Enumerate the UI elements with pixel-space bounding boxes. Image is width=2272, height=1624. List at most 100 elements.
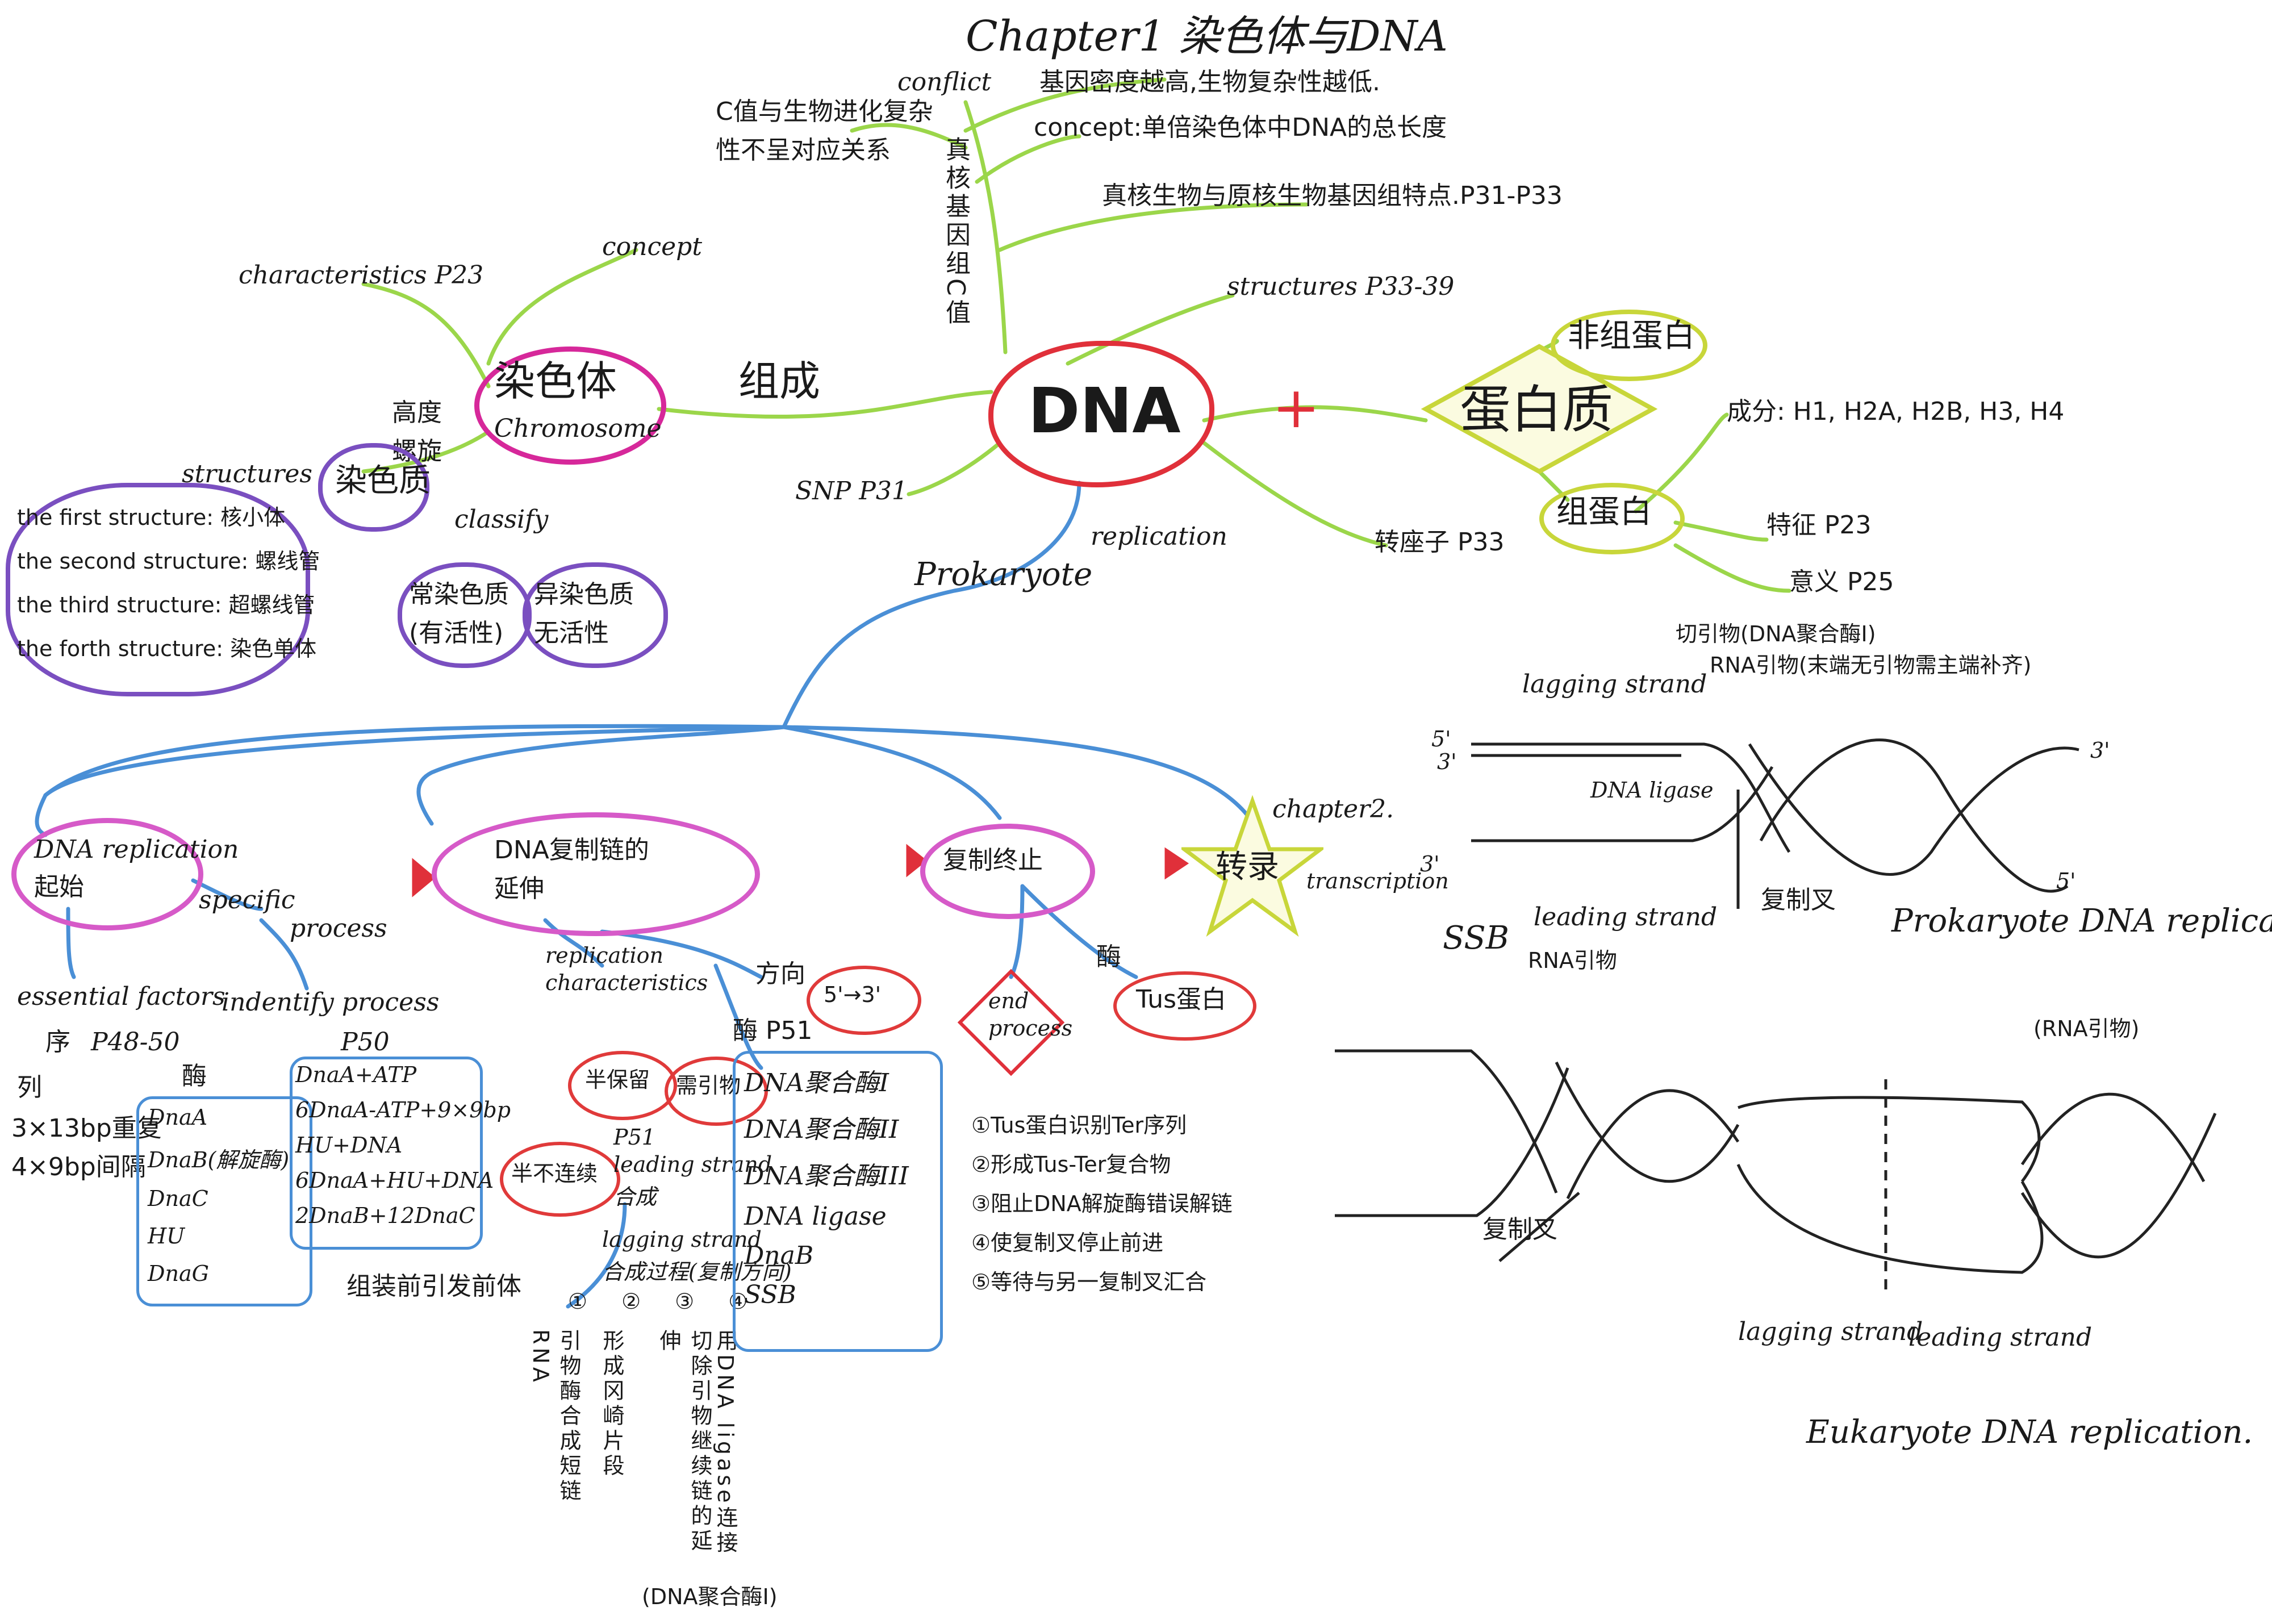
prok-primase-label: 切引物(DNA聚合酶I) xyxy=(1676,621,1876,646)
euk-lagging-label: lagging strand xyxy=(1738,1317,1923,1346)
level-3: the third structure: 超螺线管 xyxy=(17,592,315,617)
level-2: the second structure: 螺线管 xyxy=(17,549,320,574)
prokaryote-helix xyxy=(1471,738,2079,909)
end-step-1: ①Tus蛋白识别Ter序列 xyxy=(971,1113,1187,1138)
transcription-label[interactable]: 转录 xyxy=(1216,849,1279,886)
end-process-diamond xyxy=(957,968,1065,1076)
chapter2-label: chapter2. xyxy=(1272,795,1394,824)
termination-node[interactable] xyxy=(920,824,1095,919)
extension-line-1: DNA复制链的 xyxy=(494,836,649,865)
euk-leading-label: leading strand xyxy=(1908,1323,2093,1352)
sequence-label-2: 列 xyxy=(17,1073,42,1102)
enzyme-dnac: DnaC xyxy=(148,1186,208,1211)
direction-node xyxy=(807,966,921,1035)
enzyme-ssb: SSB xyxy=(744,1280,796,1309)
c-value-note: C值与生物进化复杂 性不呈对应关系 xyxy=(716,91,933,166)
eukaryote-helix xyxy=(1335,1049,2217,1295)
start-enzymes: DnaA DnaB(解旋酶) DnaC HU DnaG xyxy=(148,1105,289,1286)
end-steps: ①Tus蛋白识别Ter序列 ②形成Tus-Ter复合物 ③阻止DNA解旋酶错误解… xyxy=(971,1108,1233,1296)
branch-euk-prok xyxy=(997,202,1309,252)
transcription-star xyxy=(1181,795,1323,937)
histone-meaning: 意义 P25 xyxy=(1789,567,1894,596)
enzyme-ligase: DNA ligase xyxy=(744,1202,887,1231)
sequence-label: 序 xyxy=(45,1028,70,1057)
end-process-label: end process xyxy=(988,988,1072,1041)
enzyme-pol-3: DNA聚合酶III xyxy=(744,1162,909,1191)
branch-termination xyxy=(782,725,1002,820)
enzyme-label: 酶 xyxy=(182,1062,207,1091)
chromatin-node[interactable] xyxy=(318,443,429,532)
start-line-2: 起始 xyxy=(34,872,84,901)
step-num-3: ③ xyxy=(675,1289,729,1314)
end-step-3: ③阻止DNA解旋酶错误解链 xyxy=(971,1191,1233,1216)
chromosome-node[interactable] xyxy=(474,346,666,465)
protein-label: 蛋白质 xyxy=(1460,380,1613,440)
conflict-label: conflict xyxy=(897,68,992,97)
end-step-4: ④使复制叉停止前进 xyxy=(971,1230,1164,1255)
enzyme-hu: HU xyxy=(148,1224,185,1249)
identify-process-label: indentify process xyxy=(222,988,440,1017)
euk-fork-label: 复制叉 xyxy=(1482,1215,1557,1244)
specific-label: specific xyxy=(199,886,295,915)
structures-label: structures P33-39 xyxy=(1227,272,1455,301)
essential-factors-label: essential factors xyxy=(17,982,225,1011)
nonhistone-node[interactable] xyxy=(1551,310,1707,381)
prokaryote-label: Prokaryote xyxy=(914,556,1093,593)
identify-page: P50 xyxy=(341,1028,390,1057)
identify-step-4: 6DnaA+HU+DNA xyxy=(295,1168,494,1193)
structure-levels-box xyxy=(6,483,310,696)
end-process-line-1: end xyxy=(988,988,1029,1013)
sequence-page: P48-50 xyxy=(91,1028,180,1057)
branch-identify xyxy=(259,918,309,991)
identify-result: 组装前引发前体 xyxy=(346,1272,521,1301)
histone-node[interactable] xyxy=(1539,483,1685,554)
semi-discontinuous-node[interactable] xyxy=(500,1142,620,1217)
end-step-5: ⑤等待与另一复制叉汇合 xyxy=(971,1270,1207,1295)
primer-needed-node[interactable] xyxy=(665,1057,768,1126)
seq-item-2: 4×9bp间隔 xyxy=(11,1153,146,1182)
heterochromatin-note: 无活性 xyxy=(534,619,609,648)
level-1: the first structure: 核小体 xyxy=(17,505,286,530)
prok-rna-primer2-label: RNA引物 xyxy=(1528,948,1617,973)
dna-node[interactable] xyxy=(988,341,1214,487)
snp-label: SNP P31 xyxy=(795,477,908,506)
euk-prok-genome-features: 真核生物与原核生物基因组特点.P31-P33 xyxy=(1102,181,1563,210)
histone-features: 特征 P23 xyxy=(1766,511,1872,540)
identify-step-5: 2DnaB+12DnaC xyxy=(295,1203,475,1228)
prok-leading-label: leading strand xyxy=(1534,903,1718,932)
concept-label: concept xyxy=(602,232,702,261)
histone-components: 成分: H1, H2A, H2B, H3, H4 xyxy=(1727,397,2065,426)
leading-synthesis: P51 leading strand 合成 xyxy=(613,1125,772,1210)
tus-node[interactable] xyxy=(1113,971,1256,1041)
identify-steps: DnaA+ATP 6DnaA-ATP+9×9bp HU+DNA 6DnaA+HU… xyxy=(295,1062,511,1228)
replication-start-node[interactable] xyxy=(11,818,203,930)
extension-enzymes-box xyxy=(733,1051,943,1352)
branch-top xyxy=(963,100,1008,354)
plus-sign: + xyxy=(1272,374,1320,441)
dna-label: DNA xyxy=(1028,374,1181,447)
arrow-to-transcription xyxy=(1164,847,1189,880)
euk-genome-c-value: 真核基因组C值 xyxy=(941,136,970,328)
nonhistone-label: 非组蛋白 xyxy=(1568,318,1695,354)
branch-root-bus xyxy=(43,724,1252,820)
semi-conservative-label: 半保留 xyxy=(585,1067,650,1092)
branch-features xyxy=(1673,520,1769,542)
branch-concept xyxy=(486,248,638,366)
replication-start-label: DNA replication 起始 xyxy=(34,835,239,903)
extension-node[interactable] xyxy=(432,812,760,936)
process-label: process xyxy=(290,914,387,943)
branch-conflict xyxy=(850,123,968,150)
prok-end-4: 3' xyxy=(2090,738,2110,763)
start-line-1: DNA replication xyxy=(34,835,239,864)
euchromatin: 常染色质 (有活性) xyxy=(409,574,509,649)
step-num-2: ② xyxy=(621,1289,675,1314)
chromatin-label: 染色质 xyxy=(335,462,431,499)
prok-end-2: 3' xyxy=(1437,749,1457,774)
rep-characteristics: replication characteristics xyxy=(545,943,708,995)
c-value-concept: concept:单倍染色体中DNA的总长度 xyxy=(1034,113,1447,142)
branch-snp xyxy=(907,441,1002,496)
branch-meaning xyxy=(1673,543,1791,593)
branch-replication xyxy=(782,481,1081,729)
histone-label: 组蛋白 xyxy=(1556,494,1652,531)
step-numbers: ①②③④ xyxy=(568,1289,782,1314)
